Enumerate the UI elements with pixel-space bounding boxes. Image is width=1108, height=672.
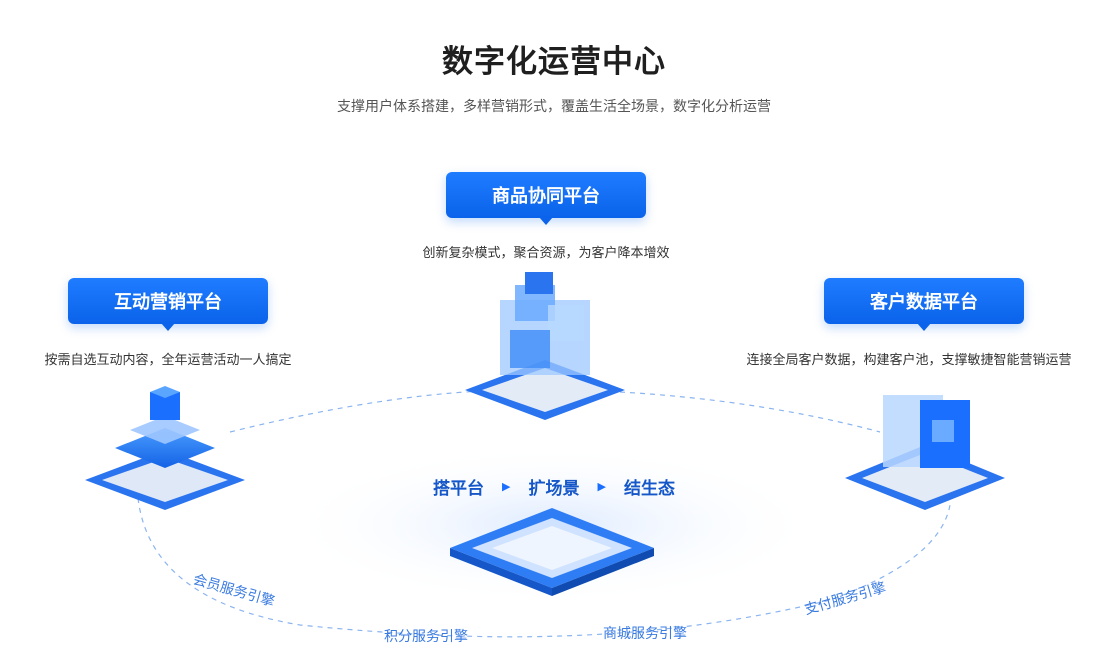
step-expand-scenario: 扩场景 (528, 479, 580, 499)
points-engine-label: 积分服务引擎 (384, 629, 468, 645)
product-platform-badge: 商品协同平台 (446, 172, 646, 225)
marketing-platform-badge: 互动营销平台 (68, 278, 268, 331)
page-subtitle: 支撑用户体系搭建，多样营销形式，覆盖生活全场景，数字化分析运营 (337, 99, 771, 115)
customer-graphic (845, 395, 1005, 510)
step-build-platform: 搭平台 (433, 479, 485, 499)
page-title: 数字化运营中心 (442, 44, 666, 80)
marketing-platform-desc: 按需自选互动内容，全年运营活动一人搞定 (44, 353, 292, 368)
step-build-ecosystem: 结生态 (623, 479, 675, 499)
play-arrow-icon: ▶ (597, 480, 606, 493)
customer-platform-badge: 客户数据平台 (824, 278, 1024, 331)
marketing-graphic (85, 386, 245, 510)
play-arrow-icon: ▶ (502, 480, 511, 493)
center-platform-graphic (450, 508, 654, 596)
center-steps: 搭平台 ▶ 扩场景 ▶ 结生态 (0, 474, 1108, 499)
mall-engine-label: 商城服务引擎 (603, 626, 687, 642)
customer-platform-desc: 连接全局客户数据，构建客户池，支撑敏捷智能营销运营 (746, 353, 1072, 368)
product-platform-desc: 创新复杂模式，聚合资源，为客户降本增效 (422, 246, 670, 261)
product-graphic (465, 272, 625, 420)
